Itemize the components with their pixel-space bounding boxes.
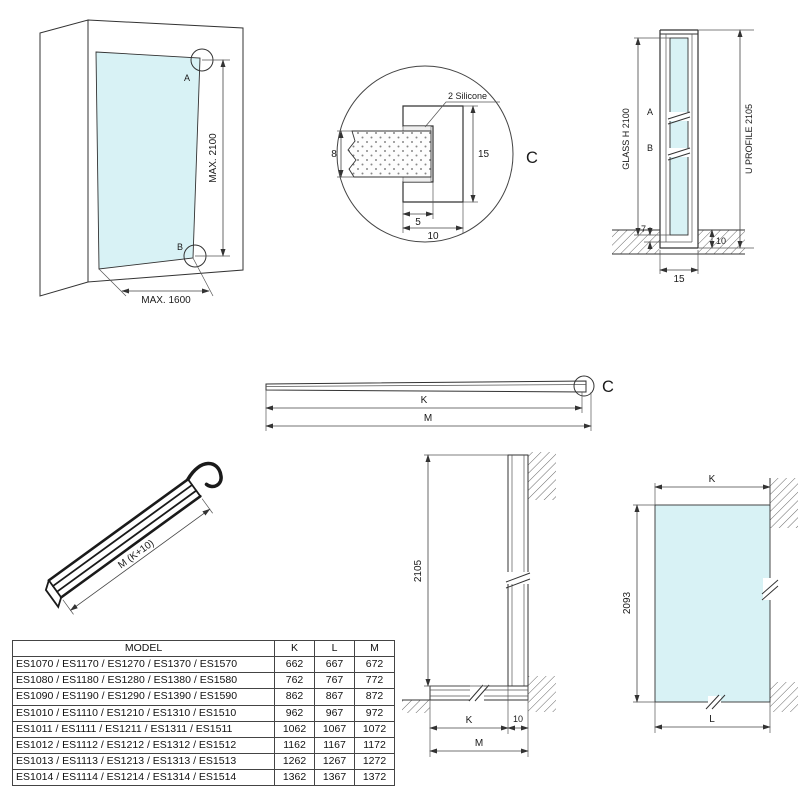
- glass-section-strip: [669, 37, 689, 236]
- k-cell: 1262: [274, 752, 315, 771]
- wall-profile-drawing: 2105 K 10 M: [402, 452, 556, 757]
- wall-m-dim-label: M: [475, 738, 483, 749]
- wall-hatch-top-right: [770, 478, 798, 528]
- m-cell: 1272: [354, 752, 395, 771]
- l-cell: 767: [314, 672, 355, 690]
- m-cell: 1072: [354, 720, 395, 738]
- m-cell: 872: [354, 688, 395, 706]
- k-cell: 862: [274, 688, 315, 706]
- table-row: ES1090 / ES1190 / ES1290 / ES1390 / ES15…: [12, 688, 395, 706]
- section-point-b-label: B: [647, 143, 653, 153]
- table-row: ES1013 / ES1113 / ES1213 / ES1313 / ES15…: [12, 752, 395, 771]
- l-cell: 1067: [314, 720, 355, 738]
- width-15-dim-label: 15: [673, 274, 685, 285]
- detail-c-drawing: 2 Silicone 8 15 5 10 C: [331, 65, 538, 243]
- wall-hatch-bottom: [528, 676, 556, 712]
- silicone-label: 2 Silicone: [448, 91, 487, 101]
- col-header-l: L: [314, 639, 355, 658]
- profile-bar-drawing: C K M: [265, 375, 614, 431]
- model-cell: ES1090 / ES1190 / ES1290 / ES1390 / ES15…: [12, 688, 275, 706]
- table-row: ES1080 / ES1180 / ES1280 / ES1380 / ES15…: [12, 672, 395, 690]
- table-row: ES1010 / ES1110 / ES1210 / ES1310 / ES15…: [12, 704, 395, 722]
- model-cell: ES1080 / ES1180 / ES1280 / ES1380 / ES15…: [12, 672, 275, 690]
- profile-bar: [265, 380, 587, 393]
- glass-elevation-drawing: K 2093 L: [622, 474, 798, 733]
- k-cell: 1362: [274, 768, 315, 787]
- table-row: ES1012 / ES1112 / ES1212 / ES1312 / ES15…: [12, 736, 395, 754]
- point-a-label: A: [184, 73, 190, 83]
- k-cell: 962: [274, 704, 315, 722]
- k-cell: 1062: [274, 720, 315, 738]
- wall-hatch-bottom-right: [770, 682, 798, 712]
- detail-c-marker-circle: [573, 375, 595, 397]
- floor-hatch-right: [698, 230, 745, 254]
- wall-hatch-top: [528, 452, 556, 500]
- k-cell: 662: [274, 656, 315, 674]
- uprofile-3d-drawing: M (K+10): [44, 461, 223, 615]
- k-cell: 1162: [274, 736, 315, 754]
- table-row: ES1014 / ES1114 / ES1214 / ES1314 / ES15…: [12, 768, 395, 787]
- bar-k-dim-label: K: [421, 395, 428, 406]
- silicone-bottom: [402, 176, 432, 183]
- table-row: ES1011 / ES1111 / ES1211 / ES1311 / ES15…: [12, 720, 395, 738]
- glass-k-dim-label: K: [709, 474, 716, 485]
- max-width-dim-label: MAX. 1600: [141, 295, 191, 306]
- model-table: MODEL K L M ES1070 / ES1170 / ES1270 / E…: [12, 639, 395, 787]
- wall-10-dim-label: 10: [513, 714, 523, 724]
- col-header-model: MODEL: [12, 639, 275, 658]
- bar-detail-letter-c: C: [602, 378, 614, 396]
- glass-panel-front: [654, 504, 771, 703]
- k-cell: 762: [274, 672, 315, 690]
- gap-7-dim-label: 7: [641, 224, 646, 234]
- model-cell: ES1010 / ES1110 / ES1210 / ES1310 / ES15…: [12, 704, 275, 722]
- floor-hatch: [402, 700, 430, 713]
- max-height-dim-label: MAX. 2100: [208, 133, 219, 183]
- door-panel-drawing: A B MAX. 2100 MAX. 1600: [39, 19, 244, 306]
- m-cell: 972: [354, 704, 395, 722]
- silicone-top: [402, 125, 432, 132]
- model-cell: ES1070 / ES1170 / ES1270 / ES1370 / ES15…: [12, 656, 275, 674]
- table-row: ES1070 / ES1170 / ES1270 / ES1370 / ES15…: [12, 656, 395, 674]
- profile-width-dim-label: 10: [427, 231, 439, 242]
- section-point-a-label: A: [647, 107, 653, 117]
- m-cell: 1172: [354, 736, 395, 754]
- glass-l-dim-label: L: [709, 714, 715, 725]
- model-cell: ES1014 / ES1114 / ES1214 / ES1314 / ES15…: [12, 768, 275, 787]
- table-header-row: MODEL K L M: [12, 639, 395, 658]
- glass-height-dim-label: GLASS H 2100: [621, 108, 631, 170]
- point-b-label: B: [177, 242, 183, 252]
- glass-height-2093-dim-label: 2093: [622, 591, 633, 614]
- vertical-uprofile: [507, 454, 529, 687]
- wall-k-dim-label: K: [466, 715, 473, 726]
- col-header-m: M: [354, 639, 395, 658]
- left-wall-panel: [39, 19, 89, 297]
- profile-height-dim-label: 15: [478, 149, 490, 160]
- glass-panel: [95, 51, 201, 270]
- glass-thickness-dim-label: 8: [331, 149, 337, 160]
- m-cell: 772: [354, 672, 395, 690]
- model-cell: ES1012 / ES1112 / ES1212 / ES1312 / ES15…: [12, 736, 275, 754]
- detail-letter-c: C: [526, 149, 538, 167]
- l-cell: 667: [314, 656, 355, 674]
- bar-m-dim-label: M: [424, 413, 432, 424]
- model-cell: ES1013 / ES1113 / ES1213 / ES1313 / ES15…: [12, 752, 275, 771]
- uprofile-height-dim-label: U PROFILE 2105: [744, 104, 754, 174]
- section-drawing: A B GLASS H 2100 U PROFILE 2105 7 10 15: [612, 29, 754, 285]
- right-wall-panel: [87, 19, 244, 283]
- slot-depth-dim-label: 5: [415, 217, 421, 228]
- l-cell: 967: [314, 704, 355, 722]
- m-cell: 1372: [354, 768, 395, 787]
- col-header-k: K: [274, 639, 315, 658]
- wall-height-dim-label: 2105: [413, 559, 424, 582]
- embed-10-dim-label: 10: [716, 236, 726, 246]
- l-cell: 867: [314, 688, 355, 706]
- l-cell: 1267: [314, 752, 355, 771]
- l-cell: 1367: [314, 768, 355, 787]
- model-cell: ES1011 / ES1111 / ES1211 / ES1311 / ES15…: [12, 720, 275, 738]
- l-cell: 1167: [314, 736, 355, 754]
- profile-hook-lip: [186, 461, 223, 489]
- glass-section: [347, 130, 432, 178]
- m-cell: 672: [354, 656, 395, 674]
